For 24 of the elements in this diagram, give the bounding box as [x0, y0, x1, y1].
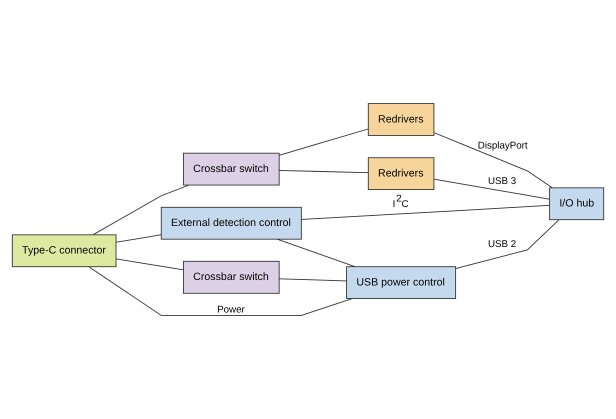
node-box: Type-C connector [12, 234, 116, 268]
connector [434, 178, 550, 200]
connector [277, 238, 356, 268]
connector [278, 278, 347, 282]
connector [300, 204, 550, 220]
connector [455, 219, 560, 269]
connector [92, 184, 190, 236]
connector [434, 132, 553, 188]
connector [116, 258, 184, 270]
node-box: Redrivers [368, 103, 434, 136]
node-box: USB power control [346, 266, 456, 300]
node-box: Redrivers [368, 157, 434, 190]
node-box: External detection control [160, 206, 302, 240]
connector [116, 234, 162, 243]
connector [278, 128, 369, 156]
node-box: Crossbar switch [182, 152, 280, 186]
edge-label: DisplayPort [478, 140, 528, 152]
edge-label: USB 2 [488, 239, 516, 250]
edge-label: USB 3 [488, 176, 516, 188]
edge-label: Power [217, 304, 245, 316]
connector [88, 266, 352, 316]
node-box: Crossbar switch [182, 260, 280, 294]
node-box: I/O hub [549, 187, 604, 220]
connector [278, 170, 369, 174]
